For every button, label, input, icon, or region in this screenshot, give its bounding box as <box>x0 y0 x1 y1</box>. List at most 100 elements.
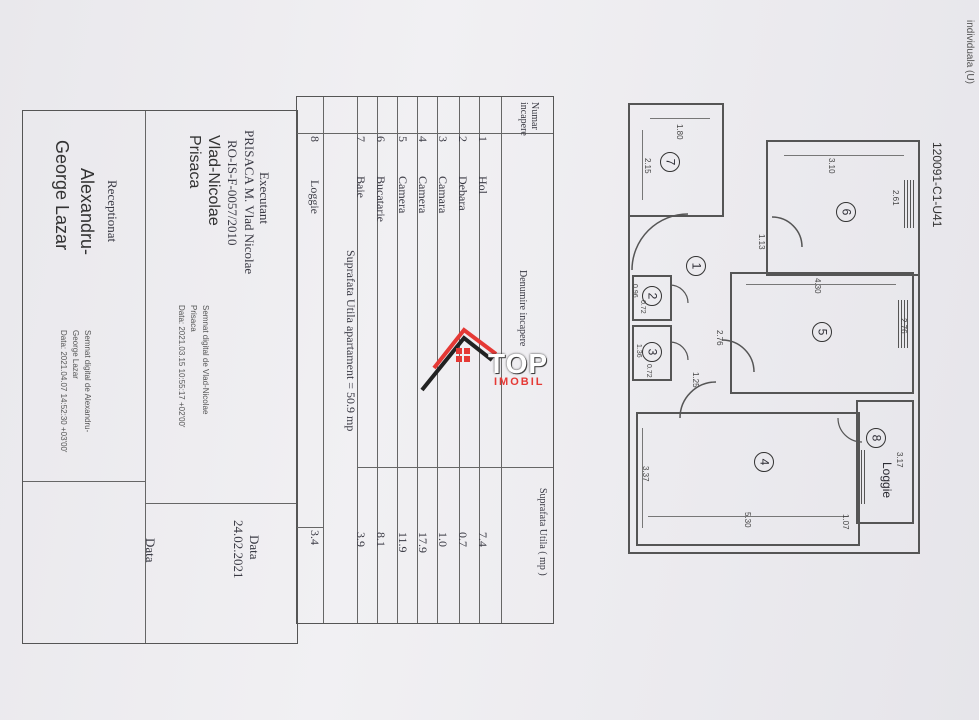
dim-label: 1.07 <box>841 514 850 530</box>
room-6-wall <box>766 140 920 276</box>
dim-label: 1.13 <box>757 234 766 250</box>
dim-label: 5.30 <box>743 512 752 528</box>
plan-code: 120091-C1-U41 <box>930 142 944 228</box>
corner-text: individuala (U) <box>964 20 975 84</box>
window <box>898 300 908 348</box>
row-line <box>357 97 358 623</box>
dim-label: 0.96 <box>631 284 638 298</box>
table-cell-name: Camera <box>396 176 410 214</box>
table-cell-area: 0.7 <box>456 532 470 547</box>
row-line <box>377 97 378 623</box>
row-line <box>437 97 438 623</box>
dim-label: 3.10 <box>827 158 836 174</box>
dim-label: 0.72 <box>645 364 652 378</box>
room-8-wall <box>856 400 914 524</box>
table-cell-area: 17.9 <box>416 532 430 553</box>
table-cell-nr: 1 <box>476 136 490 142</box>
dim-line <box>746 284 896 285</box>
room-number-3: 3 <box>642 342 662 362</box>
room-number-8: 8 <box>866 428 886 448</box>
row-line <box>501 97 502 623</box>
executant-label: Executant <box>257 172 272 224</box>
table-cell-nr: 2 <box>456 136 470 142</box>
door-arc <box>669 284 689 304</box>
door-arc <box>669 341 689 361</box>
room-5-wall <box>730 272 914 394</box>
window <box>904 180 914 228</box>
column-line <box>297 527 323 528</box>
extra-row-name: Loggie <box>308 180 322 214</box>
column-line <box>297 133 553 134</box>
dim-line <box>650 118 710 119</box>
extra-row-nr: 8 <box>308 136 322 142</box>
logo-sub-text: IMOBIL <box>494 376 545 388</box>
total-area-label: Suprafata Utila apartament = 50.9 mp <box>344 250 358 432</box>
dim-label: 2.76 <box>715 330 724 346</box>
table-cell-name: Baie <box>354 176 368 198</box>
room-number-1: 1 <box>686 256 706 276</box>
loggie-label: Loggie <box>880 462 894 499</box>
dim-label: 1.25 <box>691 372 700 388</box>
row-line <box>397 97 398 623</box>
receptionat-sign-line2: George Lazar <box>52 140 72 251</box>
dim-label: 1.36 <box>635 344 642 358</box>
executant-name: PRISACA M. Vlad Nicolae <box>242 130 257 275</box>
room-number-5: 5 <box>812 322 832 342</box>
door-arc <box>679 381 717 419</box>
dim-label: 2.76 <box>899 318 908 334</box>
column-line <box>357 467 553 468</box>
receptionat-label: Receptionat <box>105 180 120 243</box>
room-number-4: 4 <box>754 452 774 472</box>
table-cell-name: Debara <box>456 176 470 211</box>
executant-digital-1: Semnat digital de Vlad-Nicolae <box>201 305 210 415</box>
table-cell-name: Camara <box>436 176 450 214</box>
dim-label: 2.61 <box>891 190 900 206</box>
receptionat-digital-1: Semnat digital de Alexandru- <box>83 330 92 433</box>
table-cell-nr: 5 <box>396 136 410 142</box>
divider <box>23 481 145 482</box>
outer-wall <box>628 212 920 554</box>
room-7-wall <box>628 103 724 217</box>
dim-line <box>642 130 643 200</box>
room-number-7: 7 <box>660 152 680 172</box>
data-label-1: Data <box>247 535 262 560</box>
row-line <box>323 97 324 623</box>
door-arc <box>631 213 689 271</box>
table-cell-nr: 3 <box>436 136 450 142</box>
table-cell-nr: 7 <box>354 136 368 142</box>
receptionat-digital-3: Data: 2021.04.07 14:52:30 +03'00' <box>59 330 68 453</box>
divider <box>145 111 146 643</box>
room-3-wall <box>632 325 672 381</box>
receptionat-digital-2: George Lazar <box>71 330 80 379</box>
executant-sign-line2: Prisaca <box>186 135 203 189</box>
row-line <box>479 97 480 623</box>
table-cell-area: 3.9 <box>354 532 368 547</box>
extra-row-area: 3.4 <box>308 530 322 545</box>
logo-brand-text: TOP <box>488 348 549 379</box>
table-cell-name: Hol <box>476 176 490 194</box>
table-cell-area: 11.9 <box>396 532 410 553</box>
signature-box <box>22 110 298 644</box>
room-number-2: 2 <box>642 286 662 306</box>
dim-label: 3.37 <box>641 466 650 482</box>
table-cell-nr: 6 <box>374 136 388 142</box>
door-arc <box>837 417 863 443</box>
data-label-2: Data <box>143 538 158 563</box>
room-number-6: 6 <box>836 202 856 222</box>
col-nr-header: Numar incapere <box>518 102 540 136</box>
window <box>858 450 866 504</box>
dim-label: 2.15 <box>643 158 652 174</box>
row-line <box>417 97 418 623</box>
executant-sign-line1: Vlad-Nicolae <box>205 135 222 226</box>
col-area-header: Suprafata Utila ( mp ) <box>537 488 548 576</box>
dim-line <box>642 428 643 528</box>
top-imobil-logo-icon <box>420 327 498 392</box>
dim-label: 4.30 <box>813 278 822 294</box>
dim-line <box>648 516 848 517</box>
dim-line <box>784 155 904 156</box>
dim-label: 3.17 <box>895 452 904 468</box>
table-cell-area: 7.4 <box>476 532 490 547</box>
executant-registration: RO-IS-F-0057/2010 <box>225 140 240 246</box>
table-cell-name: Camera <box>416 176 430 214</box>
door-arc <box>721 339 755 373</box>
